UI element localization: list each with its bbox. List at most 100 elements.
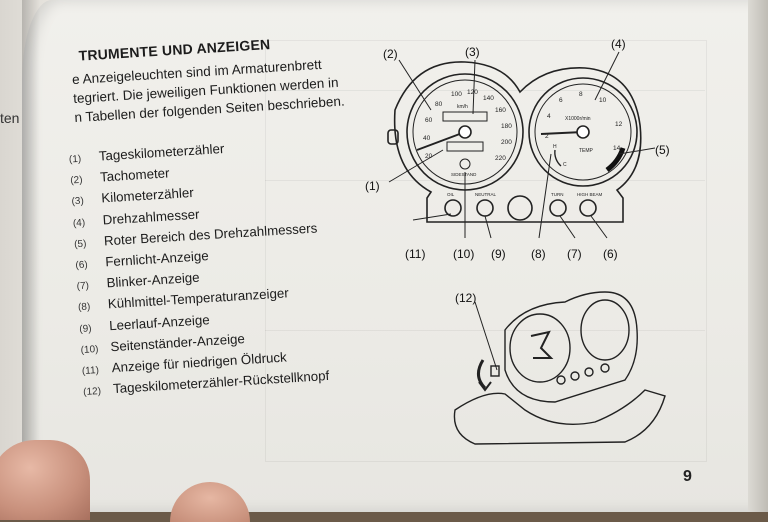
arrow-head-icon — [478, 381, 492, 392]
speedo-unit: km/h — [457, 104, 468, 110]
temp-cold: C — [563, 162, 567, 168]
item-number: (2) — [69, 174, 83, 187]
callout-1: (1) — [365, 179, 380, 193]
speedo-tick: 180 — [501, 123, 512, 130]
left-page-fragment: ten — [0, 110, 20, 126]
callout-4: (4) — [611, 37, 626, 51]
speedo-tick: 140 — [483, 95, 494, 102]
cockpit-speedometer — [509, 313, 571, 383]
speedo-tick: 120 — [467, 89, 478, 96]
item-number: (7) — [76, 280, 90, 293]
item-number: (8) — [77, 301, 91, 314]
callout-5: (5) — [655, 143, 670, 157]
page-gutter — [22, 0, 40, 512]
cockpit-logo-mark — [530, 330, 554, 359]
tacho-tick: 4 — [547, 113, 551, 120]
tacho-tick: 10 — [599, 97, 607, 104]
speedometer-needle — [416, 131, 466, 151]
item-number: (6) — [75, 259, 89, 272]
turn-label: TURN — [551, 192, 564, 197]
thumb — [0, 440, 90, 520]
callout-labels: (2) (3) (4) (5) (1) (11) (10) (9) (8) (7… — [365, 37, 670, 305]
speedo-tick: 160 — [495, 107, 506, 114]
item-label: Leerlauf-Anzeige — [108, 311, 211, 333]
cockpit-lamp — [556, 375, 566, 385]
neutral-lamp — [476, 199, 494, 217]
speedo-tick: 100 — [451, 91, 462, 98]
cockpit-lamp — [584, 367, 594, 377]
leader-lines — [388, 51, 656, 371]
turn-signal-lamp — [549, 199, 567, 217]
item-label: Blinker-Anzeige — [106, 269, 201, 291]
item-label: Drehzahlmesser — [102, 206, 200, 228]
tachometer-red-zone — [605, 147, 626, 173]
cockpit-lamp — [570, 371, 580, 381]
callout-10: (10) — [453, 247, 474, 261]
speedo-tick: 60 — [425, 117, 433, 124]
item-label: Fernlicht-Anzeige — [104, 248, 210, 270]
item-number: (3) — [71, 196, 85, 208]
odometer-window — [442, 111, 488, 122]
tacho-tick: 6 — [559, 97, 563, 104]
sidestand-label: SIDESTAND — [451, 172, 477, 177]
motorcycle-cockpit-illustration — [453, 291, 666, 445]
item-number: (11) — [81, 365, 100, 378]
dial-labels: 20 40 60 80 100 120 140 160 180 200 220 … — [423, 89, 623, 197]
trip-reset-knob — [387, 129, 399, 145]
sidestand-lamp — [459, 158, 471, 170]
tripmeter-window — [446, 141, 484, 152]
handlebar-area — [453, 389, 666, 445]
page-number: 9 — [683, 468, 692, 485]
speedo-tick: 80 — [435, 101, 443, 108]
item-number: (5) — [73, 238, 87, 251]
callout-8: (8) — [531, 247, 546, 261]
show-through-table — [265, 40, 707, 462]
component-list: (1)Tageskilometerzähler (2)Tachometer (3… — [68, 133, 330, 402]
tachometer-needle — [540, 131, 584, 135]
item-number: (1) — [68, 153, 82, 166]
callout-9: (9) — [491, 247, 506, 261]
speedo-tick: 220 — [495, 155, 506, 162]
oil-label: OIL — [447, 192, 455, 197]
tachometer-bezel — [528, 77, 638, 187]
knob-rotation-arrow — [477, 359, 487, 390]
oil-pressure-lamp — [444, 199, 462, 217]
tachometer-hub — [576, 125, 590, 139]
tacho-tick: 12 — [615, 121, 623, 128]
callout-3: (3) — [465, 45, 480, 59]
item-label: Tachometer — [99, 165, 170, 185]
item-number: (10) — [80, 343, 99, 356]
item-number: (12) — [82, 386, 102, 399]
tachometer-face — [534, 83, 632, 181]
cockpit-lamp — [600, 363, 610, 373]
trip-reset-knob-detail — [490, 365, 500, 377]
callout-11: (11) — [405, 247, 425, 261]
tacho-tick: 8 — [579, 91, 583, 98]
manual-page — [22, 0, 768, 512]
beam-label: HIGH BEAM — [577, 192, 603, 197]
tacho-tick: 2 — [545, 133, 549, 140]
speedo-tick: 40 — [423, 135, 431, 142]
callout-7: (7) — [567, 247, 582, 261]
tacho-tick: 14 — [613, 145, 621, 152]
page-edge — [748, 0, 768, 512]
speedometer-hub — [458, 125, 472, 139]
ignition-switch — [507, 195, 533, 221]
speedo-tick: 200 — [501, 139, 512, 146]
cluster-housing — [393, 61, 642, 223]
callout-6: (6) — [603, 247, 618, 261]
cockpit-tachometer — [580, 299, 630, 361]
show-through-line — [265, 90, 705, 91]
temp-hot: H — [553, 144, 557, 150]
item-label: Kilometerzähler — [100, 185, 195, 206]
item-number: (9) — [79, 323, 92, 335]
temp-label: TEMP — [579, 148, 594, 154]
high-beam-lamp — [579, 199, 597, 217]
instrument-diagram: 20 40 60 80 100 120 140 160 180 200 220 … — [365, 37, 670, 445]
callout-2: (2) — [383, 47, 398, 61]
speedo-tick: 20 — [425, 153, 433, 160]
tacho-unit: X1000r/min — [565, 116, 591, 122]
show-through-line — [265, 330, 705, 331]
temperature-gauge — [554, 149, 562, 167]
callout-12: (12) — [455, 291, 476, 305]
